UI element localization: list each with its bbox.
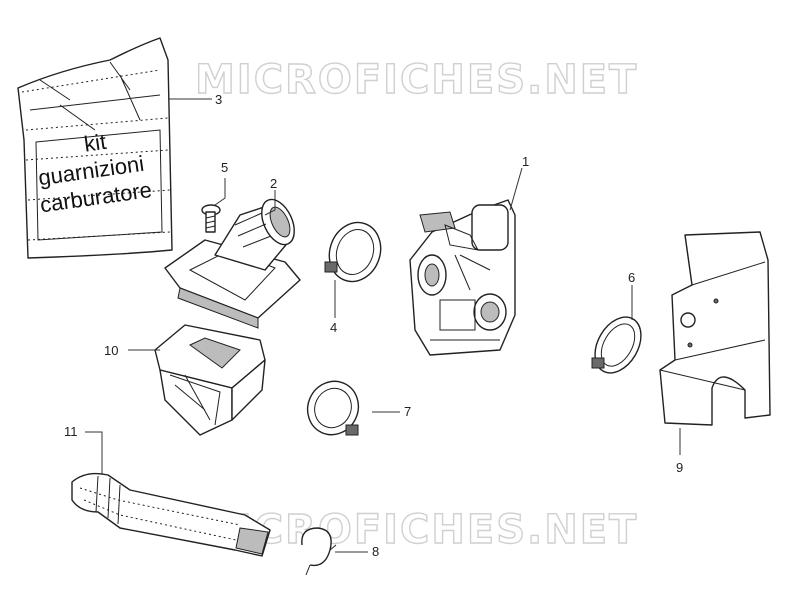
callout-8: 8 <box>372 544 379 559</box>
callout-5: 5 <box>221 160 228 175</box>
part-1-carburetor <box>409 199 516 356</box>
watermark-top: MICROFICHES.NET <box>195 57 638 103</box>
callout-10: 10 <box>104 343 118 358</box>
callout-2: 2 <box>270 176 277 191</box>
callout-3: 3 <box>215 92 222 107</box>
part-9-carburetor-cover <box>659 231 771 426</box>
part-6-hose-clamp <box>591 316 642 374</box>
callout-11: 11 <box>64 424 78 439</box>
part-7-hose-clamp <box>306 380 360 436</box>
part-3-gasket-kit-bag: kit guarnizioni carburatore <box>17 37 173 259</box>
part-11-air-intake-hose <box>71 472 271 557</box>
part-2-intake-manifold <box>164 198 301 329</box>
part-8-small-clamp <box>301 527 337 576</box>
part-4-hose-clamp <box>324 221 382 283</box>
callout-6: 6 <box>628 270 635 285</box>
part-5-screw <box>201 204 221 233</box>
callout-9: 9 <box>676 460 683 475</box>
callout-4: 4 <box>330 320 337 335</box>
bag-label-line-1: kit <box>82 129 107 157</box>
part-10-reed-valve <box>154 324 266 436</box>
callout-7: 7 <box>404 404 411 419</box>
callout-1: 1 <box>522 154 529 169</box>
